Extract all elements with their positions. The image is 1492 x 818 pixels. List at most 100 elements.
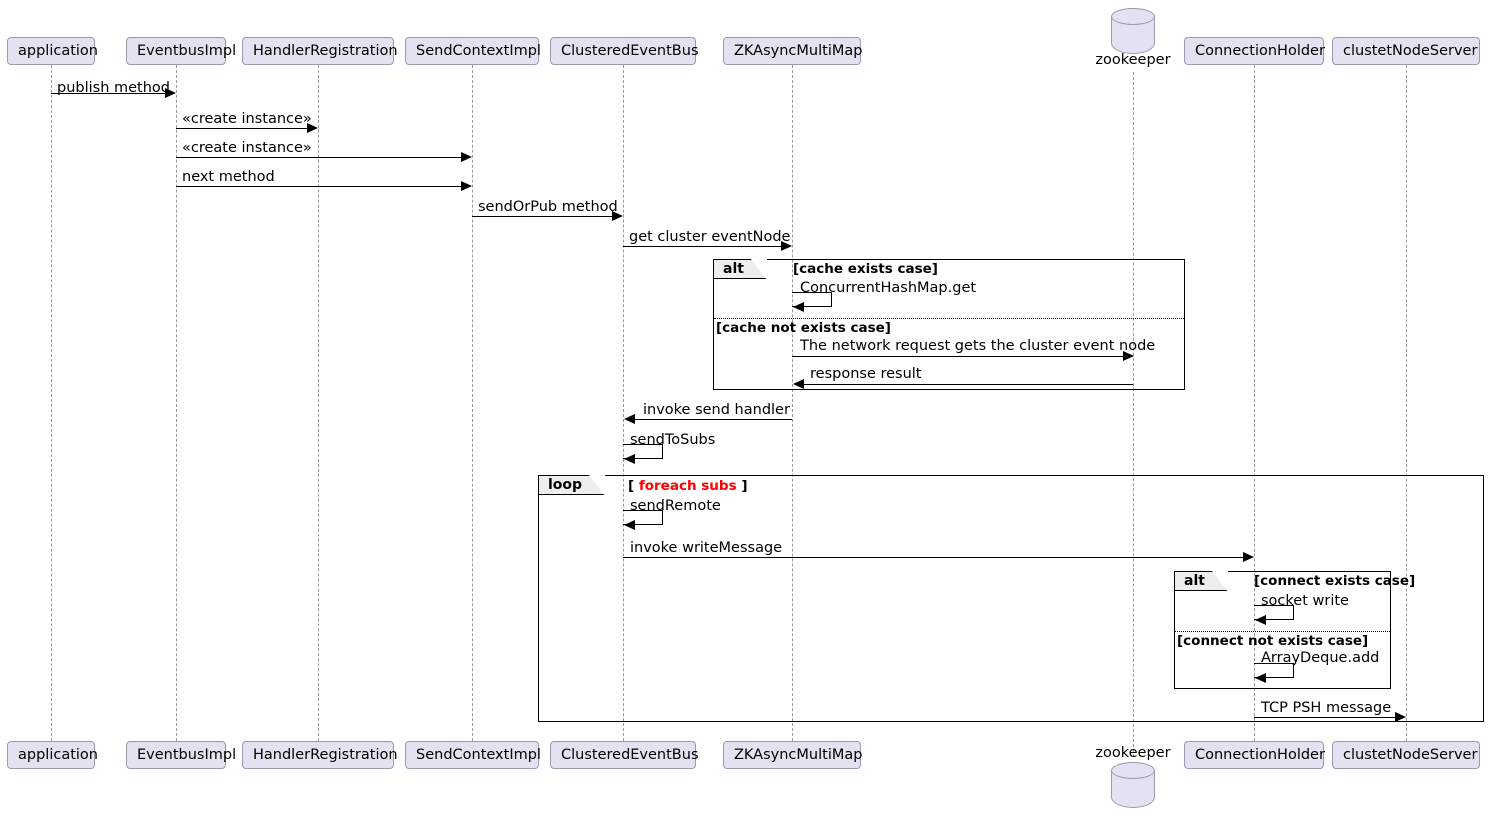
self-call-sendtosubs xyxy=(623,444,663,459)
fragment-loop-operator-tab: loop xyxy=(539,475,606,496)
self-call-arraydeque-add xyxy=(1254,663,1294,678)
fragment-alt-cache-guard-1: [cache exists case] xyxy=(793,261,938,277)
fragment-loop-guard: [ foreach subs ] xyxy=(628,478,747,494)
arrowhead-left-icon xyxy=(624,414,635,424)
message-label-create-instance-sendcontextimpl: «create instance» xyxy=(182,140,312,156)
participant-application-top[interactable]: application xyxy=(7,37,98,65)
participant-clusteredeventbus-bottom[interactable]: ClusteredEventBus xyxy=(550,741,699,769)
fragment-operator-label: loop xyxy=(548,477,583,493)
arrowhead-right-icon xyxy=(612,211,623,221)
message-label-concurrenthashmap-get: ConcurrentHashMap.get xyxy=(800,280,977,296)
message-arrow-next-method xyxy=(176,186,461,187)
arrowhead-right-icon xyxy=(461,181,472,191)
participant-eventbusimpl-bottom[interactable]: EventbusImpl xyxy=(126,741,236,769)
participant-zkasyncmultimap-bottom[interactable]: ZKAsyncMultiMap xyxy=(723,741,862,769)
fragment-alt-connect-guard-2: [connect not exists case] xyxy=(1177,633,1369,649)
message-label-invoke-writemessage: invoke writeMessage xyxy=(630,540,783,556)
lifeline-handlerregistration xyxy=(318,65,319,741)
participant-sendcontextimpl-top[interactable]: SendContextImpl xyxy=(405,37,541,65)
message-arrow-create-instance-sendcontextimpl xyxy=(176,157,461,158)
arrowhead-right-icon xyxy=(461,152,472,162)
message-arrow-get-cluster-eventnode xyxy=(623,246,781,247)
arrowhead-right-icon xyxy=(1395,712,1406,722)
message-label-create-instance-handlerregistration: «create instance» xyxy=(182,111,312,127)
message-arrow-network-request-cluster-event-node xyxy=(792,356,1123,357)
guard-bracket-open: [ xyxy=(628,478,635,494)
fragment-operator-label: alt xyxy=(1184,573,1205,589)
arrowhead-left-icon xyxy=(624,454,635,464)
fragment-alt-connect-operator-tab: alt xyxy=(1175,571,1228,592)
participant-sendcontextimpl-bottom[interactable]: SendContextImpl xyxy=(405,741,541,769)
participant-eventbusimpl-top[interactable]: EventbusImpl xyxy=(126,37,236,65)
lifeline-zookeeper xyxy=(1133,72,1134,757)
self-call-sendremote xyxy=(623,510,663,525)
lifeline-clustetnodeserver xyxy=(1406,65,1407,741)
message-label-publish-method: publish method xyxy=(57,80,171,96)
participant-clustetnodeserver-bottom[interactable]: clustetNodeServer xyxy=(1332,741,1480,769)
message-label-sendtosubs: sendToSubs xyxy=(630,432,716,448)
database-cylinder-top xyxy=(1111,762,1155,779)
fragment-loop-foreach-subs: loop xyxy=(538,475,1484,722)
guard-condition: foreach subs xyxy=(638,478,737,494)
message-label-sendremote: sendRemote xyxy=(630,498,721,514)
arrowhead-left-icon xyxy=(1255,673,1266,683)
arrowhead-right-icon xyxy=(165,88,176,98)
guard-bracket-close: ] xyxy=(741,478,748,494)
fragment-alt-cache-operator-tab: alt xyxy=(714,259,767,280)
arrowhead-left-icon xyxy=(624,520,635,530)
fragment-operator-label: alt xyxy=(723,261,744,277)
lifeline-eventbusimpl xyxy=(176,65,177,741)
participant-zookeeper-bottom[interactable] xyxy=(1111,762,1157,810)
participant-application-bottom[interactable]: application xyxy=(7,741,98,769)
message-arrow-sendorpub-method xyxy=(472,216,612,217)
fragment-alt-cache-divider xyxy=(714,318,1184,319)
fragment-tab-notch-icon xyxy=(750,259,767,280)
message-arrow-invoke-send-handler xyxy=(634,419,792,420)
fragment-alt-cache-guard-2: [cache not exists case] xyxy=(716,320,891,336)
participant-zkasyncmultimap-top[interactable]: ZKAsyncMultiMap xyxy=(723,37,862,65)
participant-clustetnodeserver-top[interactable]: clustetNodeServer xyxy=(1332,37,1480,65)
message-arrow-create-instance-handlerregistration xyxy=(176,128,307,129)
arrowhead-left-icon xyxy=(793,379,804,389)
fragment-alt-connect: alt xyxy=(1174,571,1391,689)
participant-clusteredeventbus-top[interactable]: ClusteredEventBus xyxy=(550,37,699,65)
message-label-tcp-psh-message: TCP PSH message xyxy=(1261,700,1392,716)
self-call-socket-write xyxy=(1254,605,1294,620)
message-arrow-tcp-psh-message xyxy=(1254,717,1395,718)
participant-zookeeper-bottom-label: zookeeper xyxy=(1095,745,1171,761)
self-call-concurrenthashmap-get xyxy=(792,292,832,307)
participant-zookeeper-top-label: zookeeper xyxy=(1095,52,1171,68)
lifeline-application xyxy=(51,65,52,741)
fragment-alt-connect-divider xyxy=(1175,631,1390,632)
participant-connectionholder-top[interactable]: ConnectionHolder xyxy=(1184,37,1325,65)
lifeline-zkasyncmultimap xyxy=(792,65,793,741)
arrowhead-right-icon xyxy=(781,241,792,251)
participant-handlerregistration-top[interactable]: HandlerRegistration xyxy=(242,37,398,65)
fragment-tab-notch-icon xyxy=(1211,571,1228,592)
fragment-alt-connect-guard-1: [connect exists case] xyxy=(1254,573,1416,589)
fragment-alt-cache: alt xyxy=(713,259,1185,390)
participant-handlerregistration-bottom[interactable]: HandlerRegistration xyxy=(242,741,398,769)
arrowhead-right-icon xyxy=(1123,351,1134,361)
message-label-response-result: response result xyxy=(810,366,922,382)
participant-connectionholder-bottom[interactable]: ConnectionHolder xyxy=(1184,741,1325,769)
lifeline-connectionholder xyxy=(1254,65,1255,741)
message-label-arraydeque-add: ArrayDeque.add xyxy=(1261,650,1380,666)
database-cylinder-top xyxy=(1111,8,1155,25)
message-label-next-method: next method xyxy=(182,169,275,185)
message-label-network-request-cluster-event-node: The network request gets the cluster eve… xyxy=(800,338,1156,354)
message-arrow-response-result xyxy=(803,384,1133,385)
arrowhead-left-icon xyxy=(1255,615,1266,625)
message-arrow-publish-method xyxy=(51,93,165,94)
fragment-tab-notch-icon xyxy=(589,475,606,496)
message-label-get-cluster-eventnode: get cluster eventNode xyxy=(629,229,791,245)
participant-zookeeper-top[interactable] xyxy=(1111,8,1157,56)
arrowhead-left-icon xyxy=(793,302,804,312)
arrowhead-right-icon xyxy=(1243,552,1254,562)
message-label-sendorpub-method: sendOrPub method xyxy=(478,199,618,215)
lifeline-sendcontextimpl xyxy=(472,65,473,741)
message-label-invoke-send-handler: invoke send handler xyxy=(643,402,790,418)
lifeline-clusteredeventbus xyxy=(623,65,624,741)
arrowhead-right-icon xyxy=(307,123,318,133)
